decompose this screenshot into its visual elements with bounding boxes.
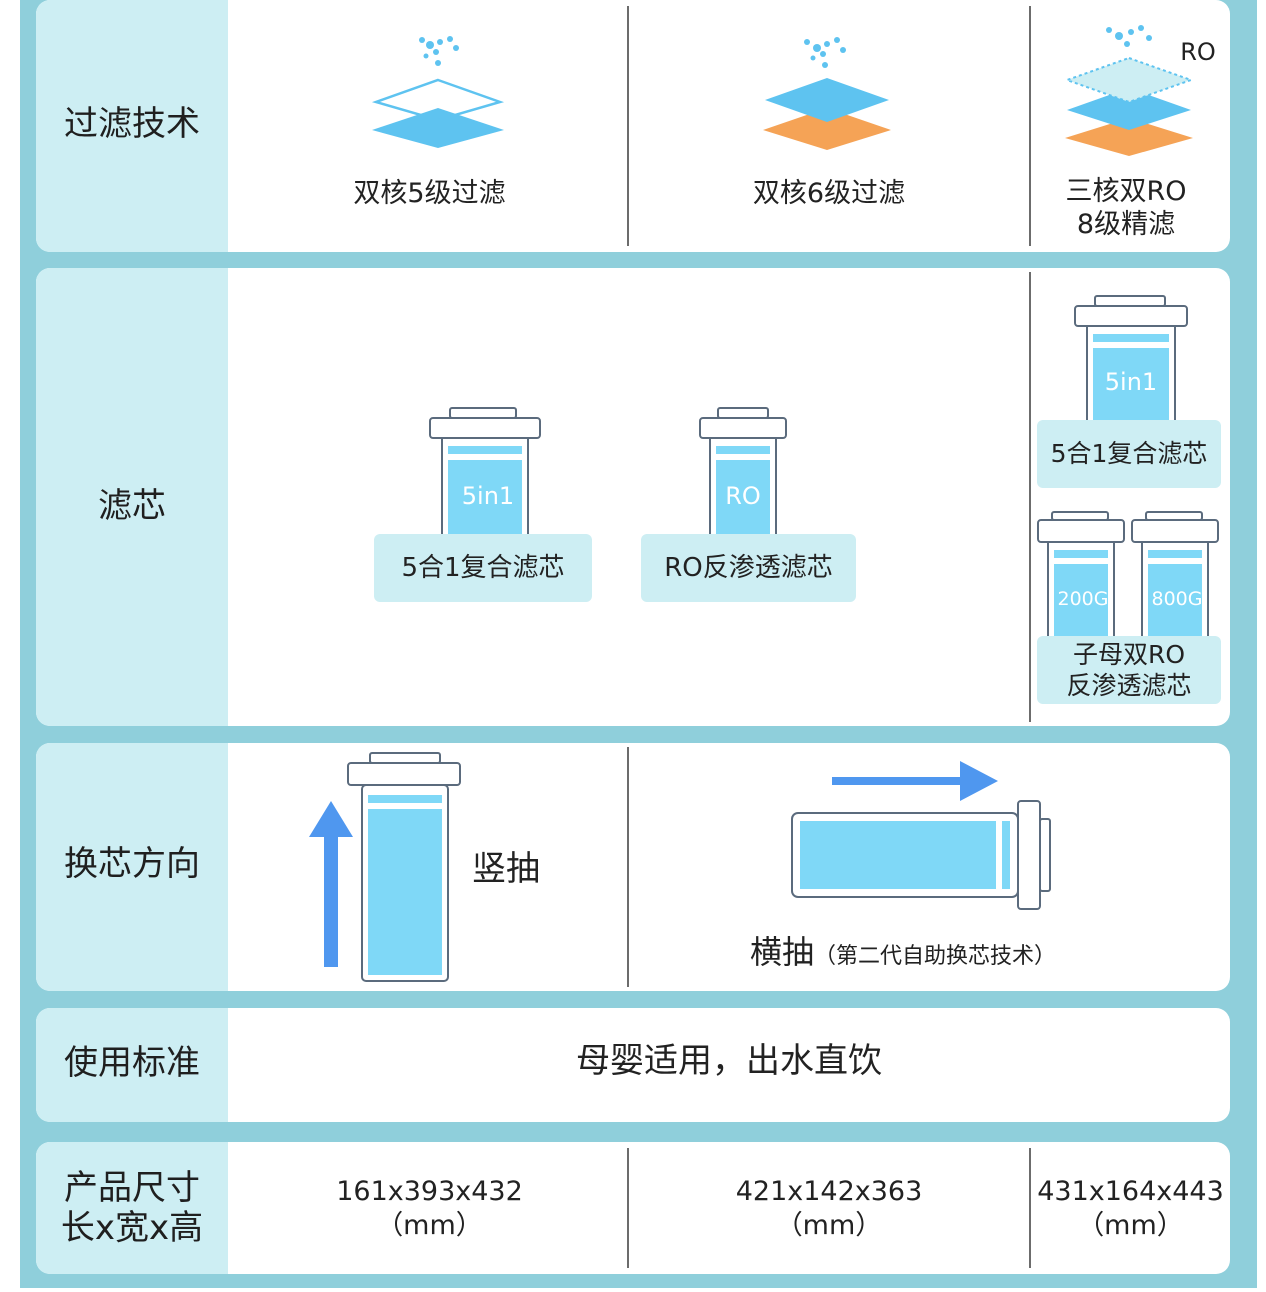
usage-standard-value: 母婴适用，出水直饮 [576, 1041, 882, 1081]
row-label-filter-tech: 过滤技术 [64, 104, 200, 144]
200g-ro-cartridge-icon [1037, 511, 1125, 641]
dual-core-6-stage-layers-icon [763, 37, 891, 150]
row-label-bg [36, 1142, 228, 1274]
column-divider [1029, 6, 1031, 246]
size-col1-unit: （mm） [376, 1210, 483, 1241]
cartridge-2-tag: RO [725, 482, 761, 510]
row-filter-tech: 过滤技术 双核5级过滤 双核6级过滤 RO 三核双RO 8级精滤 [36, 0, 1230, 252]
dual-ro-cartridge-name: 子母双RO 反渗透滤芯 [1037, 636, 1221, 704]
cartridge-3-name: 5合1复合滤芯 [1037, 420, 1221, 488]
horizontal-pull-text: 横抽（第二代自助换芯技术） [750, 933, 1056, 972]
5in1-cartridge-icon [1074, 295, 1188, 427]
cartridge-1-name: 5合1复合滤芯 [374, 534, 592, 602]
column-divider [627, 6, 629, 246]
cartridge-2-name: RO反渗透滤芯 [641, 534, 856, 602]
size-col2-unit: （mm） [775, 1210, 883, 1241]
col1-filter-tech: 双核5级过滤 [353, 178, 506, 209]
row-label-bg [36, 268, 228, 726]
col3-filter-tech-line2: 8级精滤 [1076, 209, 1176, 240]
row-filter-cartridge: 滤芯 5in1 5合1复合滤芯 RO RO反渗透滤芯 5in1 5合1复合滤芯 … [36, 268, 1230, 726]
cartridge-1-tag: 5in1 [461, 482, 515, 510]
vertical-cartridge-icon [347, 752, 461, 982]
dual-ro-name-line1: 子母双RO [1072, 640, 1186, 669]
size-col3: 431x164x443 [1037, 1176, 1224, 1207]
cartridge-4-tag: 200G [1057, 588, 1109, 610]
col2-filter-tech: 双核6级过滤 [752, 178, 906, 209]
cartridge-5-tag: 800G [1151, 588, 1203, 610]
row-label-direction: 换芯方向 [64, 844, 200, 884]
ro-tag: RO [1180, 38, 1216, 66]
row-usage-standard: 使用标准 母婴适用，出水直饮 [36, 1008, 1230, 1122]
5in1-cartridge-icon [429, 407, 541, 539]
dual-core-5-stage-layers-icon [371, 36, 505, 148]
horizontal-pull-label: 横抽 [750, 933, 815, 971]
cartridge-3-tag: 5in1 [1104, 368, 1158, 396]
col3-filter-tech-line1: 三核双RO [1065, 176, 1187, 207]
row-label-bg [36, 0, 228, 252]
size-col3-unit: （mm） [1077, 1210, 1184, 1241]
row-label-usage: 使用标准 [64, 1043, 200, 1083]
column-divider [627, 747, 629, 987]
800g-ro-cartridge-icon [1131, 511, 1219, 641]
size-col2: 421x142x363 [735, 1176, 923, 1207]
horizontal-cartridge-icon [791, 800, 1051, 910]
right-arrow-icon [832, 761, 998, 801]
column-divider [1029, 272, 1031, 722]
up-arrow-icon [309, 801, 353, 967]
horizontal-pull-note: （第二代自助换芯技术） [814, 944, 1057, 969]
row-replacement-direction: 换芯方向 竖抽 横抽（第二代自助换芯技术） [36, 743, 1230, 991]
triple-core-dual-ro-layers-icon [1064, 25, 1194, 156]
column-divider [627, 1148, 629, 1268]
ro-cartridge-icon [699, 407, 787, 539]
vertical-pull-label: 竖抽 [472, 849, 540, 889]
row-label-size-line1: 产品尺寸 [64, 1168, 200, 1208]
row-product-size: 产品尺寸 长x宽x高 161x393x432 （mm） 421x142x363 … [36, 1142, 1230, 1274]
row-label-bg [36, 1008, 228, 1122]
size-col1: 161x393x432 [336, 1176, 523, 1207]
dual-ro-name-line2: 反渗透滤芯 [1066, 671, 1192, 700]
row-label-filter-cartridge: 滤芯 [98, 486, 166, 526]
row-label-size-line2: 长x宽x高 [60, 1208, 204, 1248]
row-label-bg [36, 743, 228, 991]
column-divider [1029, 1148, 1031, 1268]
